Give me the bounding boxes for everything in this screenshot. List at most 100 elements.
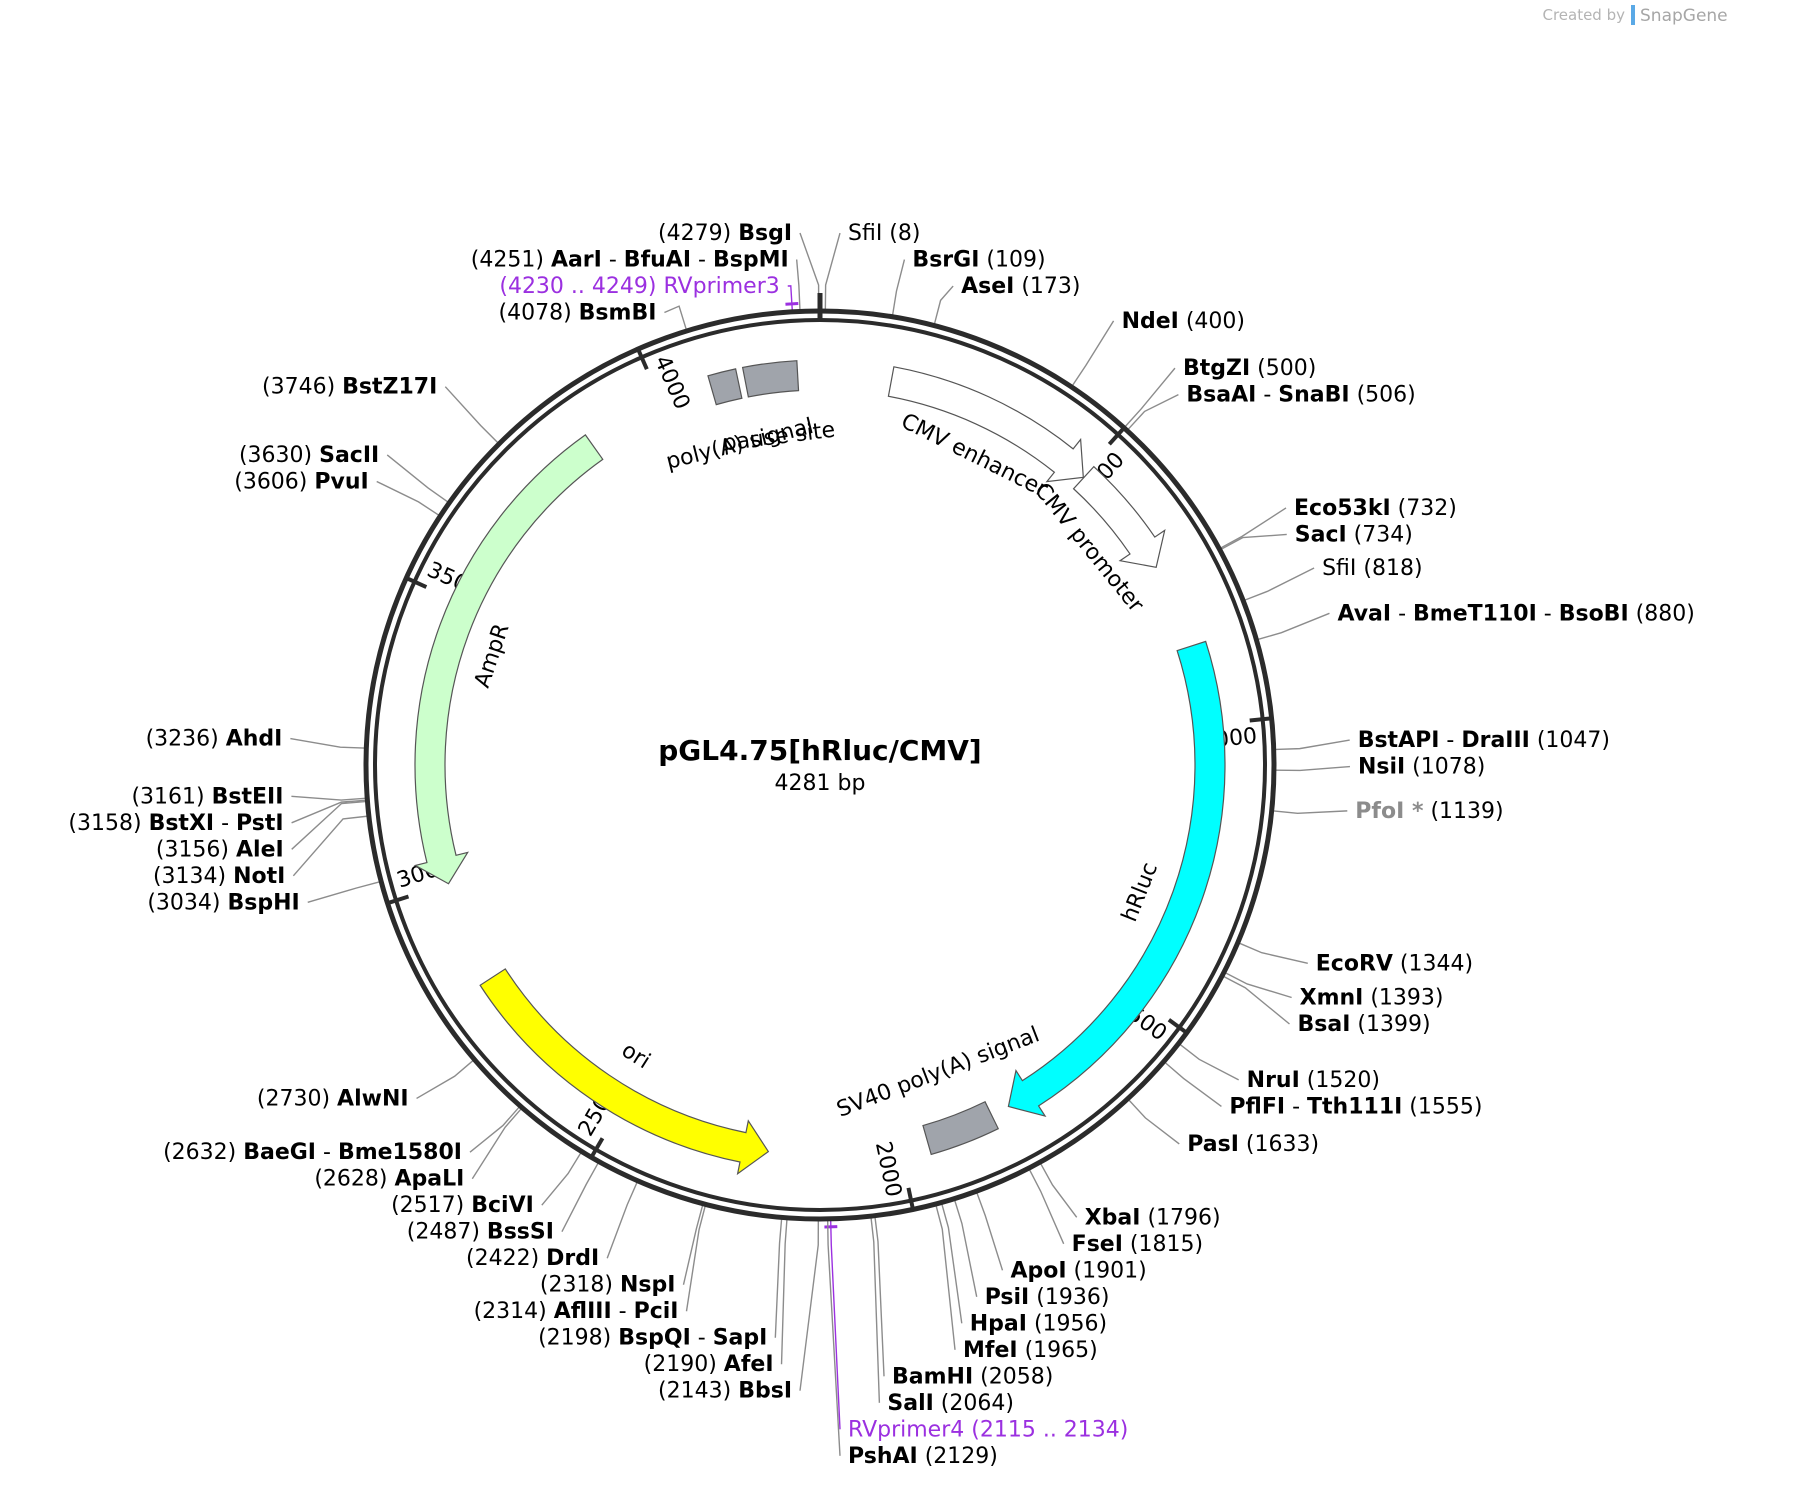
- enzyme-name: AhdI: [226, 727, 283, 752]
- enzyme-name: NdeI: [1122, 309, 1179, 334]
- site-label-pshai[interactable]: PshAI (2129): [848, 1444, 998, 1469]
- site-label-afei[interactable]: (2190) AfeI: [644, 1352, 774, 1377]
- site-label-eco53ki[interactable]: Eco53kI (732): [1294, 496, 1457, 521]
- feature-cmv-enhancer[interactable]: [887, 366, 1084, 483]
- site-label-bbsi[interactable]: (2143) BbsI: [658, 1379, 792, 1404]
- enzyme-name: MfeI: [963, 1338, 1018, 1363]
- site-label-bsphi[interactable]: (3034) BspHI: [147, 890, 299, 915]
- site-label-afliii-pcii[interactable]: (2314) AflIII - PciI: [474, 1299, 679, 1324]
- primer-label-rvprimer4[interactable]: RVprimer4 (2115 .. 2134): [848, 1417, 1128, 1442]
- enzyme-name: BstZ17I: [342, 375, 437, 400]
- site-leader-50: [799, 232, 820, 310]
- site-label-xbai[interactable]: XbaI (1796): [1085, 1205, 1221, 1230]
- separator: -: [602, 248, 624, 273]
- enzyme-name: XmnI: [1300, 985, 1364, 1010]
- site-label-bamhi[interactable]: BamHI (2058): [892, 1364, 1053, 1389]
- site-label-apoi[interactable]: ApoI (1901): [1010, 1258, 1146, 1283]
- site-label-sfii[interactable]: SfiI (8): [848, 221, 920, 246]
- site-label-avai-bmet110i-bsobi[interactable]: AvaI - BmeT110I - BsoBI (880): [1337, 601, 1694, 626]
- site-label-asei[interactable]: AseI (173): [961, 274, 1080, 299]
- site-label-sacii[interactable]: (3630) SacII: [239, 443, 379, 468]
- feature-polya-signal[interactable]: [707, 368, 743, 406]
- site-label-hpai[interactable]: HpaI (1956): [970, 1311, 1107, 1336]
- separator: -: [1537, 601, 1559, 626]
- site-label-bsteii[interactable]: (3161) BstEII: [131, 784, 283, 809]
- primer-label-rvprimer3[interactable]: (4230 .. 4249) RVprimer3: [499, 274, 779, 299]
- feature-ampr[interactable]: [413, 434, 604, 885]
- site-label-psii[interactable]: PsiI (1936): [985, 1285, 1110, 1310]
- site-label-xmni[interactable]: XmnI (1393): [1300, 985, 1444, 1010]
- site-label-nsii[interactable]: NsiI (1078): [1358, 755, 1485, 780]
- enzyme-name: PshAI: [848, 1444, 918, 1469]
- site-label-pfoi[interactable]: PfoI * (1139): [1355, 799, 1503, 824]
- enzyme-name: AvaI: [1337, 601, 1391, 626]
- site-position: (2730): [257, 1086, 337, 1111]
- site-leaders: [290, 232, 1351, 1456]
- site-label-fsei[interactable]: FseI (1815): [1072, 1232, 1203, 1257]
- site-label-bstapi-draiii[interactable]: BstAPI - DraIII (1047): [1358, 728, 1610, 753]
- site-label-pvui[interactable]: (3606) PvuI: [234, 469, 368, 494]
- enzyme-name: AseI: [961, 274, 1014, 299]
- site-label-sali[interactable]: SalI (2064): [887, 1391, 1014, 1416]
- site-label-alei[interactable]: (3156) AleI: [156, 837, 284, 862]
- site-label-noti[interactable]: (3134) NotI: [153, 864, 285, 889]
- feature-cmv-promoter[interactable]: [1072, 465, 1166, 568]
- site-label-pflfi-tth111i[interactable]: PflFI - Tth111I (1555): [1229, 1094, 1482, 1119]
- site-label-aari-bfuai-bspmi[interactable]: (4251) AarI - BfuAI - BspMI: [471, 248, 789, 273]
- site-position: (1936): [1029, 1285, 1109, 1310]
- site-label-bsrgi[interactable]: BsrGI (109): [912, 248, 1045, 273]
- site-label-apali[interactable]: (2628) ApaLI: [314, 1167, 464, 1192]
- site-label-bcivi[interactable]: (2517) BciVI: [391, 1193, 534, 1218]
- site-label-bstz17i[interactable]: (3746) BstZ17I: [262, 375, 437, 400]
- site-leader-22: [954, 1200, 978, 1297]
- site-leader-26: [870, 1218, 881, 1403]
- separator: -: [1256, 383, 1278, 408]
- enzyme-name: BsoBI: [1559, 601, 1629, 626]
- site-label-bspqi-sapi[interactable]: (2198) BspQI - SapI: [538, 1326, 767, 1351]
- site-leader-35: [541, 1152, 582, 1206]
- tick-mark-2000: [906, 1187, 915, 1210]
- enzyme-name: PflFI: [1229, 1094, 1285, 1119]
- site-label-baegi-bme1580i[interactable]: (2632) BaeGI - Bme1580I: [163, 1140, 462, 1165]
- site-position: (3606): [234, 469, 314, 494]
- site-label-bsssi[interactable]: (2487) BssSI: [407, 1220, 554, 1245]
- site-label-saci[interactable]: SacI (734): [1295, 522, 1413, 547]
- site-label-sfii[interactable]: SfiI (818): [1322, 556, 1422, 581]
- feature-ori[interactable]: [479, 968, 770, 1176]
- site-label-bstxi-psti[interactable]: (3158) BstXI - PstI: [68, 811, 283, 836]
- feature-hrluc[interactable]: [1007, 640, 1226, 1117]
- feature-pause-site[interactable]: [741, 360, 800, 398]
- plasmid-length: 4281 bp: [775, 771, 866, 796]
- site-label-bsai[interactable]: BsaI (1399): [1297, 1012, 1430, 1037]
- tick-mark-3000: [386, 894, 410, 906]
- site-label-mfei[interactable]: MfeI (1965): [963, 1338, 1098, 1363]
- primer-text: (2115 .. 2134): [964, 1417, 1128, 1442]
- site-label-bsmbi[interactable]: (4078) BsmBI: [499, 301, 657, 326]
- tick-label-2000: 2000: [870, 1139, 906, 1199]
- enzyme-name: SalI: [887, 1391, 933, 1416]
- site-label-nspi[interactable]: (2318) NspI: [540, 1273, 676, 1298]
- site-leader-29: [780, 1219, 788, 1365]
- feature-sv40-polya[interactable]: [922, 1100, 1000, 1156]
- site-position: (2487): [407, 1220, 487, 1245]
- site-label-bsaai-snabi[interactable]: BsaAI - SnaBI (506): [1186, 383, 1415, 408]
- site-position: (8): [882, 221, 920, 246]
- site-position: (732): [1391, 496, 1457, 521]
- primer-leader-0: [787, 285, 793, 310]
- site-label-nrui[interactable]: NruI (1520): [1247, 1068, 1380, 1093]
- site-label-pasi[interactable]: PasI (1633): [1187, 1132, 1319, 1157]
- site-label-alwni[interactable]: (2730) AlwNI: [257, 1086, 409, 1111]
- site-label-btgzi[interactable]: BtgZI (500): [1183, 356, 1316, 381]
- snapgene-branding[interactable]: Created by SnapGene: [1542, 5, 1728, 26]
- site-label-ecorv[interactable]: EcoRV (1344): [1316, 951, 1473, 976]
- enzyme-name: AarI: [551, 248, 602, 273]
- enzyme-name: NruI: [1247, 1068, 1300, 1093]
- site-position: (2129): [918, 1444, 998, 1469]
- site-label-ndei[interactable]: NdeI (400): [1122, 309, 1245, 334]
- site-label-bsgi[interactable]: (4279) BsgI: [658, 221, 792, 246]
- enzyme-name: BstEII: [212, 784, 284, 809]
- plasmid-name: pGL4.75[hRluc/CMV]: [658, 734, 981, 767]
- site-label-ahdi[interactable]: (3236) AhdI: [146, 727, 283, 752]
- site-label-drdi[interactable]: (2422) DrdI: [466, 1246, 599, 1271]
